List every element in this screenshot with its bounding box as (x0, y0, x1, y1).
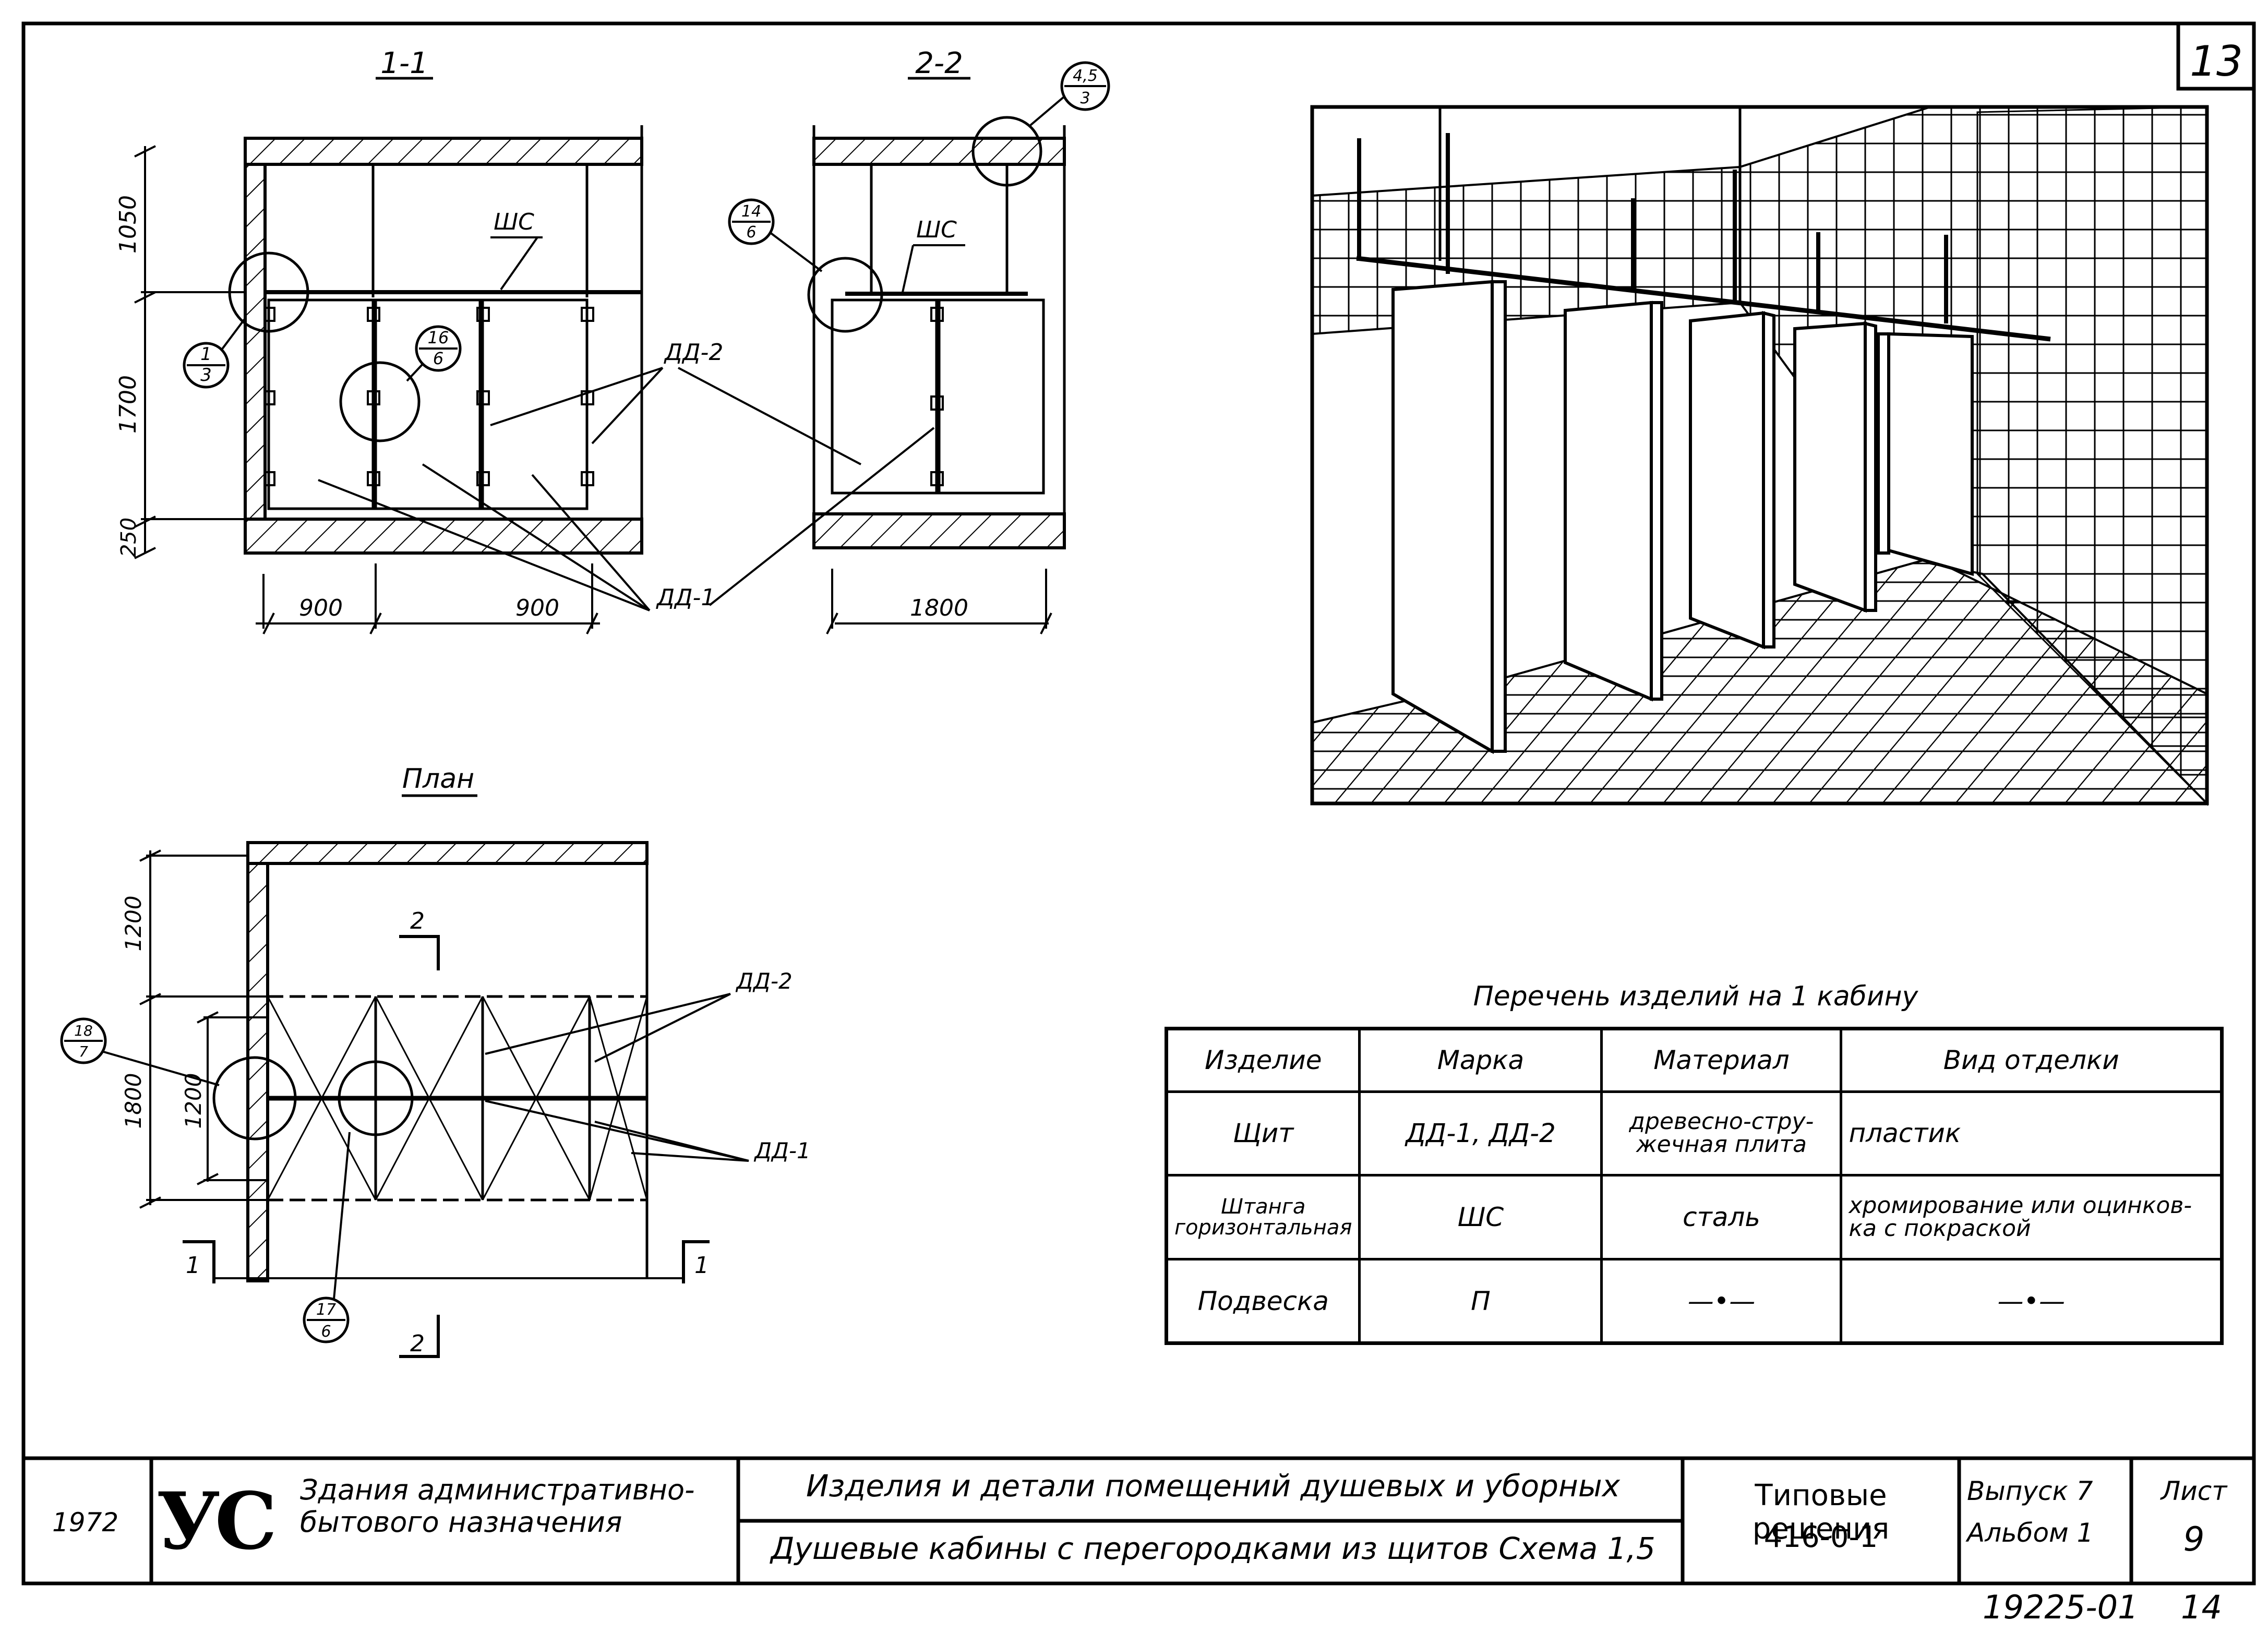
left-wall (244, 163, 267, 521)
page-number: 13 (2190, 37, 2243, 86)
callout-16-6 (415, 325, 462, 372)
sheet-label: Лист (2161, 1476, 2227, 1506)
floor-slab-2 (812, 512, 1066, 549)
plan-cabins (267, 995, 648, 1202)
spec-row: Щит ДД-1, ДД-2 древесно-стру-жечная плит… (1165, 1090, 2223, 1177)
title-block-frame (23, 1456, 2254, 1583)
spec-table-caption: Перечень изделий на 1 кабину (1473, 981, 1918, 1012)
svg-text:1: 1 (200, 344, 212, 365)
callout-17-6 (303, 1296, 350, 1343)
archive-page: 14 (2181, 1588, 2222, 1626)
cut-1-right: 1 (694, 1252, 709, 1279)
plan-dim-1800: 1800 (121, 1073, 146, 1129)
plan-dim-1200-inner: 1200 (181, 1073, 206, 1129)
label-ws: ШС (494, 209, 534, 235)
svg-text:3: 3 (1080, 89, 1090, 107)
svg-text:6: 6 (433, 349, 443, 368)
panel-2-left (831, 298, 938, 495)
dim-1800: 1800 (910, 595, 968, 621)
series-number: 416-0-1 (1763, 1520, 1878, 1554)
dim-900-b: 900 (515, 595, 559, 621)
title-line-2: Душевые кабины с перегородками из щитов … (771, 1531, 1655, 1566)
svg-text:14: 14 (741, 202, 761, 221)
svg-text:6: 6 (746, 223, 756, 242)
label-dd2: ДД-2 (664, 339, 724, 366)
building-type: Здания административно-бытового назначен… (300, 1473, 695, 1539)
spec-header-item: Изделие (1165, 1027, 1361, 1093)
spec-row: Штанга горизонтальная ШС сталь хромирова… (1165, 1174, 2223, 1261)
spec-table: Изделие Марка Материал Вид отделки Щит Д… (1165, 1027, 2224, 1345)
plan-view: План 18 7 17 6 ДД-2 (60, 763, 811, 1358)
ceiling-slab (244, 137, 643, 166)
year: 1972 (52, 1507, 119, 1538)
sheet-number: 9 (2183, 1520, 2205, 1559)
cut-2-top: 2 (410, 908, 425, 934)
issue: Выпуск 7 (1967, 1476, 2093, 1506)
panel-dd1-left (267, 298, 375, 510)
cut-1-left: 1 (186, 1252, 200, 1279)
spec-header-material: Материал (1600, 1027, 1843, 1093)
svg-text:7: 7 (79, 1043, 88, 1060)
plan-dim-1200-top: 1200 (121, 896, 146, 952)
dim-900-a: 900 (299, 595, 343, 621)
callout-1-3 (183, 342, 230, 389)
title-line-1: Изделия и детали помещений душевых и убо… (806, 1468, 1620, 1504)
svg-text:18: 18 (74, 1022, 93, 1039)
series-label: Типовые решения (1752, 1479, 1890, 1546)
svg-text:4,5: 4,5 (1073, 67, 1098, 85)
panel-2-right (938, 298, 1045, 495)
label-ws-2: ШС (916, 217, 957, 243)
spec-header-finish: Вид отделки (1840, 1027, 2223, 1093)
dim-1700: 1700 (115, 375, 141, 434)
perspective-view (1310, 105, 2209, 806)
cut-2-bottom: 2 (410, 1330, 425, 1357)
callout-14-6 (728, 198, 775, 245)
plan-title: План (402, 763, 474, 795)
svg-text:16: 16 (428, 328, 449, 347)
perspective-panels (1391, 280, 1974, 754)
plan-label-dd1: ДД-1 (753, 1138, 811, 1163)
plan-label-dd2: ДД-2 (735, 968, 793, 994)
plan-wall-top (246, 841, 649, 865)
page-number-box (2176, 21, 2256, 91)
callout-18-7 (60, 1017, 107, 1064)
plan-wall-left (246, 862, 269, 1282)
label-dd1: ДД-1 (656, 584, 716, 611)
section-1-1-title: 1-1 (380, 46, 428, 80)
dim-1050: 1050 (115, 195, 141, 254)
svg-text:3: 3 (200, 365, 212, 386)
album: Альбом 1 (1967, 1518, 2094, 1548)
archive-number: 19225-01 (1983, 1588, 2139, 1626)
section-1-1: 1-1 1 3 16 6 (115, 46, 935, 634)
spec-row: Подвеска П —•— —•— (1165, 1258, 2223, 1344)
svg-text:6: 6 (321, 1323, 331, 1341)
floor-slab (244, 518, 643, 555)
section-2-2-title: 2-2 (915, 46, 963, 80)
svg-text:17: 17 (316, 1301, 336, 1319)
logo: УС (157, 1475, 277, 1567)
section-2-2: 2-2 14 6 4,5 3 ШС 1800 (728, 46, 1110, 634)
dim-250: 250 (117, 518, 141, 557)
sheet-border (21, 21, 2256, 1586)
spec-header-mark: Марка (1358, 1027, 1603, 1093)
callout-45-3 (1060, 61, 1110, 111)
ceiling-slab-2 (812, 137, 1066, 166)
